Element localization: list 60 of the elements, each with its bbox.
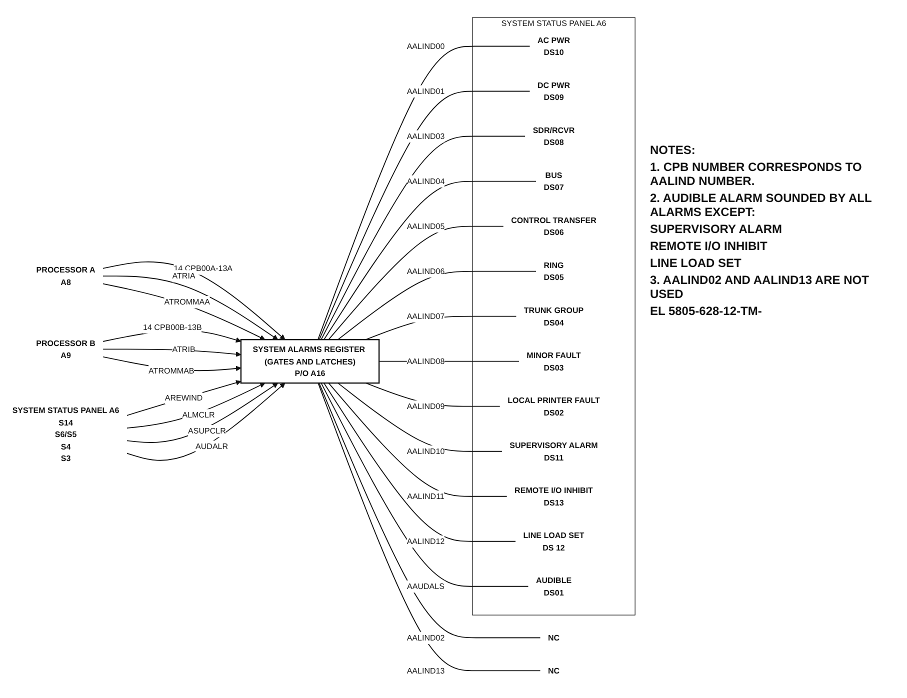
node-text: MINOR FAULT DS03 (526, 350, 581, 372)
edge-label: ATRIA (172, 271, 196, 281)
note-text: LINE LOAD SET (650, 256, 742, 270)
edge-label: AALIND05 (406, 222, 445, 231)
edge-label: AALIND13 (406, 666, 445, 676)
node-text: SDR/RCVR DS08 (532, 125, 575, 147)
node-text: PROCESSOR B A9 (36, 338, 96, 360)
edge-label: AALIND12 (406, 536, 445, 546)
edge-label: AALIND10 (406, 446, 445, 456)
node-text: REMOTE I/O INHIBIT DS13 (514, 486, 593, 507)
connector (328, 226, 504, 340)
edge-label: AALIND09 (406, 402, 445, 411)
edge-label: AALIND07 (406, 312, 445, 321)
edge-label: AALIND00 (406, 41, 445, 51)
edge-label: AALIND06 (406, 266, 445, 276)
edge-label: AALIND03 (406, 131, 445, 141)
note-text: EL 5805-628-12-TM- (650, 304, 763, 318)
arrow (102, 276, 278, 340)
node-text: DC PWR DS09 (538, 80, 570, 102)
edge-label: AALIND01 (406, 86, 445, 96)
edge-label: AALIND11 (407, 492, 444, 501)
edge-label: ATROMMAA (164, 297, 210, 306)
note-text: 3. AALIND02 AND AALIND13 ARE NOT USED (650, 273, 870, 301)
node-text: NC (548, 632, 560, 642)
note-text: 1. CPB NUMBER CORRESPONDS TO AALIND NUMBER. (650, 160, 863, 188)
node-text: RING DS05 (544, 260, 564, 282)
note-text: NOTES: (650, 143, 696, 157)
edge-label: 14 CPB00B-13B (143, 322, 202, 332)
edge-label: AREWIND (164, 393, 203, 402)
note-text: 2. AUDIBLE ALARM SOUNDED BY ALL ALARMS EXCEPT: (650, 191, 873, 219)
node-text: AUDIBLE DS01 (536, 576, 572, 597)
edge-label: AALIND04 (406, 176, 445, 186)
note-text: REMOTE I/O INHIBIT (650, 239, 768, 253)
node-text: LINE LOAD SET DS 12 (523, 530, 584, 552)
edge-label: AAUDALS (407, 582, 444, 591)
edge-label: ASUPCLR (188, 426, 226, 436)
node-text: CONTROL TRANSFER DS06 (511, 216, 596, 237)
edge-label: AALIND08 (406, 356, 445, 366)
edge-label: AALIND02 (406, 632, 445, 642)
node-text: LOCAL PRINTER FAULT DS02 (508, 396, 600, 417)
edge-label: ATRIB (172, 344, 196, 354)
arrow (102, 348, 242, 357)
arrow (126, 382, 266, 429)
edge-label: AUDALR (196, 442, 228, 452)
note-text: SUPERVISORY ALARM (650, 222, 784, 236)
node-text: BUS DS07 (544, 170, 564, 192)
arrow (102, 283, 266, 340)
arrow (126, 382, 278, 443)
node-text: NC (548, 666, 560, 676)
node-text: SYSTEM STATUS PANEL A6 S14 S6/S5 S4 S3 (12, 406, 120, 463)
node-text: AC PWR DS10 (538, 35, 570, 57)
arrow (126, 380, 242, 416)
edge-label: ATROMMAB (148, 366, 194, 376)
node-text: SUPERVISORY ALARM DS11 (510, 440, 598, 462)
node-box: SYSTEM ALARMS REGISTER (GATES AND LATCHES) P/O A16 (240, 338, 380, 384)
arrow (126, 382, 286, 461)
edge-label: ALMCLR (182, 410, 215, 420)
node-text: TRUNK GROUP DS04 (524, 306, 584, 327)
node-text: PROCESSOR A A8 (36, 265, 96, 287)
arrow (102, 261, 286, 340)
